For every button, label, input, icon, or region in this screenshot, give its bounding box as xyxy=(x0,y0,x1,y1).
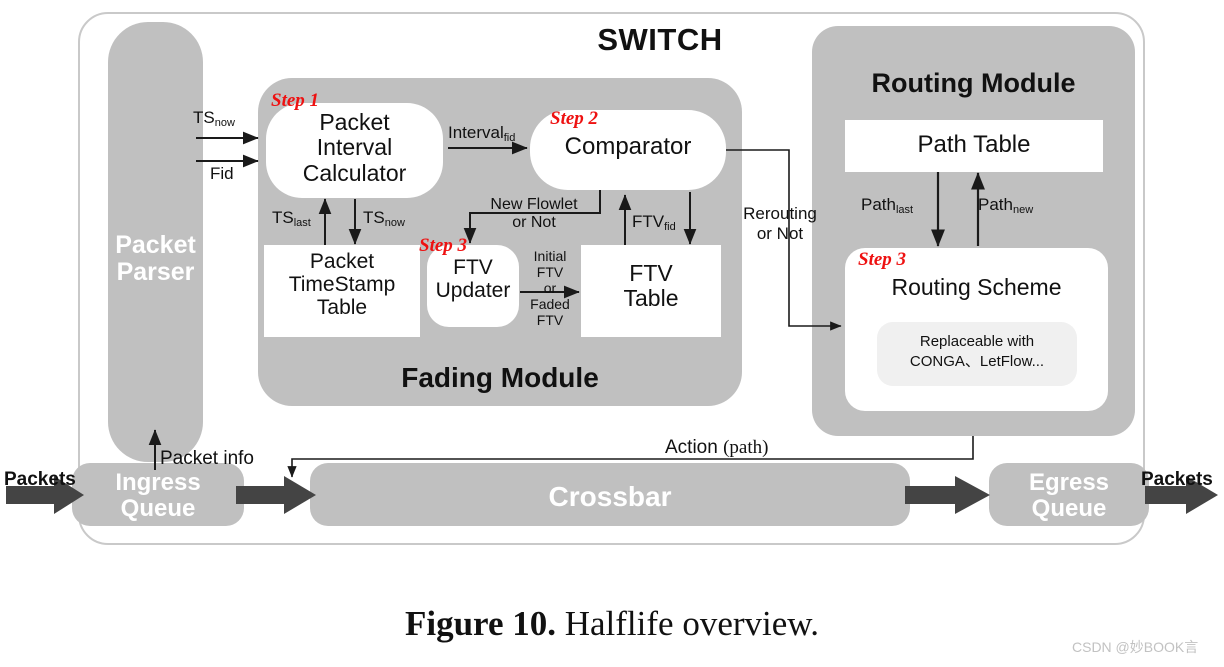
label-initial-faded-ftv: Initial FTV or Faded FTV xyxy=(530,248,570,329)
step-3-ftv-tag: Step 3 xyxy=(419,235,468,256)
fading-module-title: Fading Module xyxy=(401,362,599,393)
crossbar-block: Crossbar xyxy=(310,463,910,526)
label-new-flowlet: New Flowlet or Not xyxy=(490,196,578,232)
step-2-tag: Step 2 xyxy=(550,108,599,129)
label-interval-fid: Intervalfid xyxy=(448,123,516,144)
label-path-new: Pathnew xyxy=(978,195,1034,216)
watermark: CSDN @妙BOOK言 xyxy=(1072,639,1199,655)
label-ts-now-in: TSnow xyxy=(193,108,235,129)
packet-timestamp-table-label: Packet TimeStamp Table xyxy=(288,250,396,320)
ingress-queue-label: Ingress Queue xyxy=(115,469,201,522)
routing-module-title: Routing Module xyxy=(871,68,1076,98)
label-path-last: Pathlast xyxy=(861,195,914,216)
packet-interval-calculator-label: Packet Interval Calculator xyxy=(302,109,407,186)
packet-parser-block: Packet Parser xyxy=(108,22,203,462)
label-fid: Fid xyxy=(210,164,234,183)
label-packet-info: Packet info xyxy=(160,448,254,469)
ftv-table-box: FTV Table xyxy=(581,245,721,337)
crossbar-label: Crossbar xyxy=(548,481,672,512)
egress-queue-label: Egress Queue xyxy=(1028,469,1110,522)
step-1-tag: Step 1 xyxy=(271,90,320,111)
label-rerouting-or-not: Rerouting or Not xyxy=(743,204,817,243)
ftv-updater-label: FTV Updater xyxy=(435,256,511,303)
label-packets-out: Packets xyxy=(1141,469,1213,490)
packet-interval-calculator-box: Packet Interval Calculator xyxy=(266,103,443,198)
replaceable-note-label: Replaceable with CONGA、LetFlow... xyxy=(909,333,1045,371)
ingress-queue-block: Ingress Queue xyxy=(72,463,244,526)
switch-title: SWITCH xyxy=(597,22,723,57)
label-ftv-fid: FTVfid xyxy=(632,212,676,233)
comparator-label: Comparator xyxy=(564,133,692,160)
replaceable-note-box: Replaceable with CONGA、LetFlow... xyxy=(877,322,1077,386)
packet-parser-label: Packet Parser xyxy=(115,231,196,286)
label-action-path: Action (path) xyxy=(665,437,769,458)
comparator-box: Comparator xyxy=(530,110,726,190)
label-ts-now-down: TSnow xyxy=(363,208,405,229)
step-3-routing-tag: Step 3 xyxy=(858,249,907,270)
figure-caption-text: Halflife overview. xyxy=(555,604,820,643)
ftv-table-label: FTV Table xyxy=(623,260,679,312)
egress-queue-block: Egress Queue xyxy=(989,463,1149,526)
routing-scheme-box: Routing Scheme Replaceable with CONGA、Le… xyxy=(845,248,1108,411)
path-table-label: Path Table xyxy=(917,131,1031,158)
packet-timestamp-table-box: Packet TimeStamp Table xyxy=(264,245,420,337)
label-ts-last: TSlast xyxy=(272,208,311,229)
path-table-box: Path Table xyxy=(845,120,1103,172)
routing-scheme-label: Routing Scheme xyxy=(891,274,1062,300)
ftv-updater-box: FTV Updater xyxy=(427,245,519,327)
label-packets-in: Packets xyxy=(4,469,76,490)
figure-number: Figure 10. xyxy=(404,604,556,643)
figure-caption: Figure 10. Halflife overview. xyxy=(0,604,1224,644)
